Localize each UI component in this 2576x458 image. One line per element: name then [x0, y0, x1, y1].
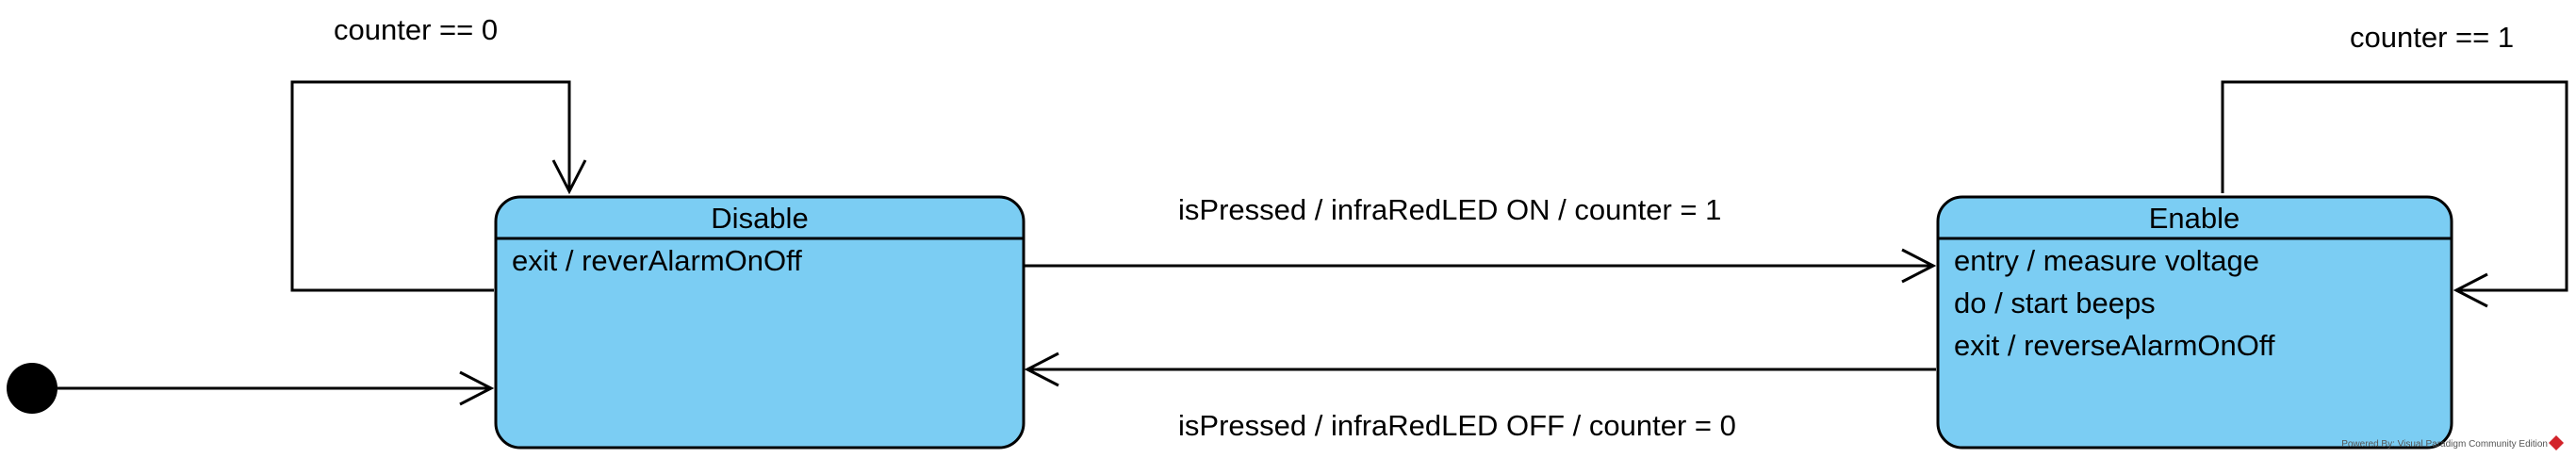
transition-disable-to-enable-label: isPressed / infraRedLED ON / counter = 1: [1178, 193, 1721, 226]
watermark-text: Powered By: Visual Paradigm Community Ed…: [2341, 439, 2548, 450]
watermark: Powered By: Visual Paradigm Community Ed…: [2341, 435, 2564, 450]
transition-enable-self[interactable]: counter == 1: [2221, 21, 2568, 308]
state-enable-name: Enable: [2149, 202, 2240, 235]
transition-enable-to-disable[interactable]: isPressed / infraRedLED OFF / counter = …: [1024, 352, 1936, 442]
transition-enable-to-disable-label: isPressed / infraRedLED OFF / counter = …: [1178, 409, 1736, 442]
state-disable-activity-exit: exit / reverAlarmOnOff: [512, 244, 802, 277]
visual-paradigm-logo-icon: [2549, 435, 2564, 450]
state-disable[interactable]: Disable exit / reverAlarmOnOff: [494, 195, 1025, 450]
state-enable-activity-do: do / start beeps: [1954, 286, 2156, 319]
state-enable-activity-exit: exit / reverseAlarmOnOff: [1954, 329, 2275, 362]
initial-transition[interactable]: [7, 363, 495, 414]
transition-enable-self-label: counter == 1: [2350, 21, 2514, 54]
transition-disable-self-label: counter == 0: [334, 13, 498, 46]
transition-disable-to-enable[interactable]: isPressed / infraRedLED ON / counter = 1: [1024, 193, 1937, 284]
state-enable[interactable]: Enable entry / measure voltage do / star…: [1936, 195, 2453, 450]
state-disable-name: Disable: [711, 202, 808, 235]
initial-pseudostate: [7, 363, 57, 414]
transition-disable-self[interactable]: counter == 0: [290, 13, 587, 292]
state-enable-activity-entry: entry / measure voltage: [1954, 244, 2259, 277]
